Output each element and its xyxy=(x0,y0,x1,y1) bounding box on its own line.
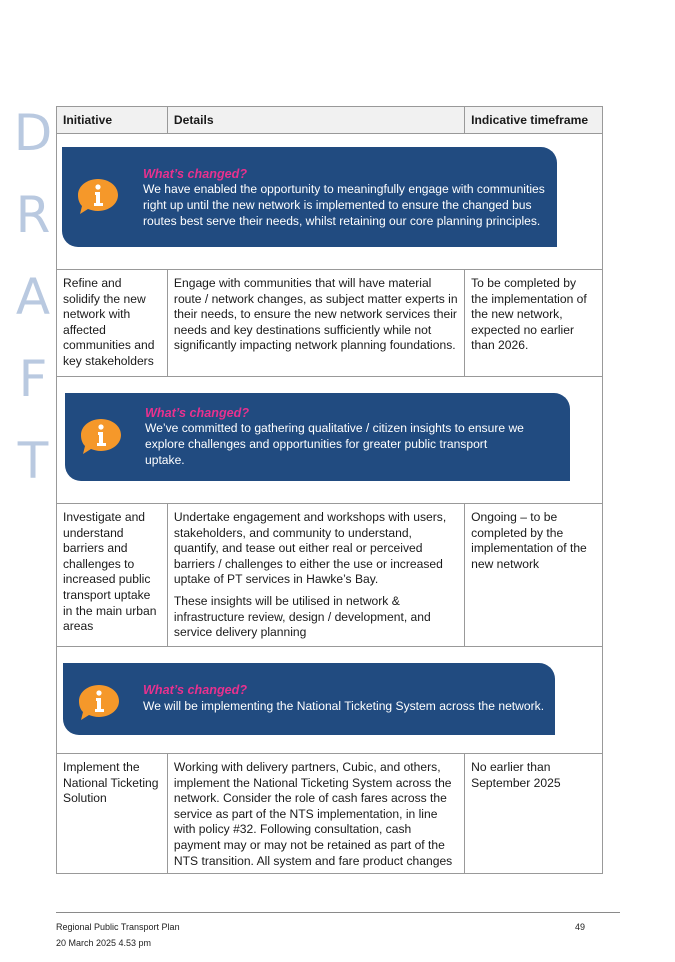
timeframe-cell: Ongoing – to be completed by the impleme… xyxy=(464,503,603,647)
callout-body: We have enabled the opportunity to meani… xyxy=(143,182,545,228)
whats-changed-callout: What’s changed? We’ve committed to gathe… xyxy=(65,393,570,481)
callout-row: What’s changed? We’ve committed to gathe… xyxy=(56,376,603,504)
footer-document-title: Regional Public Transport Plan xyxy=(56,922,180,932)
initiative-cell: Implement the National Ticketing Solutio… xyxy=(56,752,168,875)
whats-changed-callout: What’s changed? We have enabled the oppo… xyxy=(62,147,557,247)
callout-body: We will be implementing the National Tic… xyxy=(143,699,545,713)
callout-title: What’s changed? xyxy=(145,405,250,420)
initiatives-table: Initiative Details Indicative timeframe … xyxy=(56,106,603,875)
details-cell: Engage with communities that will have m… xyxy=(166,269,466,377)
column-header-initiative: Initiative xyxy=(56,106,168,134)
page-footer: Regional Public Transport Plan 20 March … xyxy=(56,919,180,951)
page-number: 49 xyxy=(575,922,586,932)
table-row: Implement the National Ticketing Solutio… xyxy=(56,752,603,875)
info-speech-bubble-icon xyxy=(78,179,118,214)
callout-title: What’s changed? xyxy=(143,166,248,181)
details-cell: Working with delivery partners, Cubic, a… xyxy=(166,752,466,875)
watermark-letter: D xyxy=(13,104,53,162)
initiative-cell: Refine and solidify the new network with… xyxy=(56,269,168,377)
callout-row: What’s changed? We have enabled the oppo… xyxy=(56,133,603,270)
watermark-letter: F xyxy=(18,350,48,408)
callout-title: What’s changed? xyxy=(143,683,248,698)
footer-timestamp: 20 March 2025 4.53 pm xyxy=(56,938,152,948)
draft-watermark: D R A F T xyxy=(8,92,58,502)
initiative-cell: Investigate and understand barriers and … xyxy=(56,503,168,647)
footer-divider xyxy=(56,912,620,913)
timeframe-cell: No earlier than September 2025 xyxy=(464,752,603,875)
watermark-letter: T xyxy=(17,432,49,490)
whats-changed-callout: What’s changed? We will be implementing … xyxy=(63,663,555,735)
timeframe-cell: To be completed by the implementation of… xyxy=(464,269,603,377)
watermark-letter: R xyxy=(15,186,51,244)
info-speech-bubble-icon xyxy=(79,685,119,720)
column-header-details: Details xyxy=(166,106,466,134)
column-header-timeframe: Indicative timeframe xyxy=(464,106,603,134)
details-cell: Undertake engagement and workshops with … xyxy=(166,503,466,647)
table-row: Investigate and understand barriers and … xyxy=(56,503,603,647)
callout-body: We’ve committed to gathering qualitative… xyxy=(145,421,524,467)
info-speech-bubble-icon xyxy=(81,419,121,454)
watermark-letter: A xyxy=(15,268,51,326)
table-row: Refine and solidify the new network with… xyxy=(56,269,603,377)
callout-row: What’s changed? We will be implementing … xyxy=(56,646,603,754)
table-header-row: Initiative Details Indicative timeframe xyxy=(56,106,603,134)
